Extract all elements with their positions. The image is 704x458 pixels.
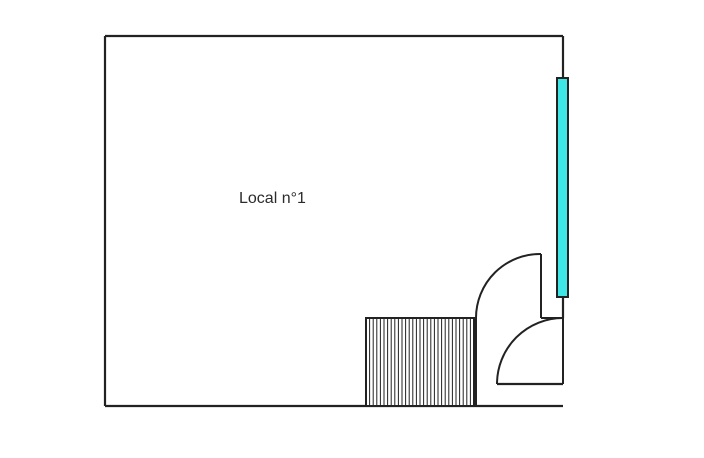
- walls: [103, 34, 565, 408]
- room-label: Local n°1: [239, 190, 306, 207]
- lower-door: [496, 317, 564, 385]
- window-icon: [556, 77, 569, 298]
- lower-door-swing: [496, 317, 564, 385]
- staircase: [365, 317, 475, 407]
- stair-treads: [369, 318, 471, 406]
- upper-door-swing: [475, 252, 542, 319]
